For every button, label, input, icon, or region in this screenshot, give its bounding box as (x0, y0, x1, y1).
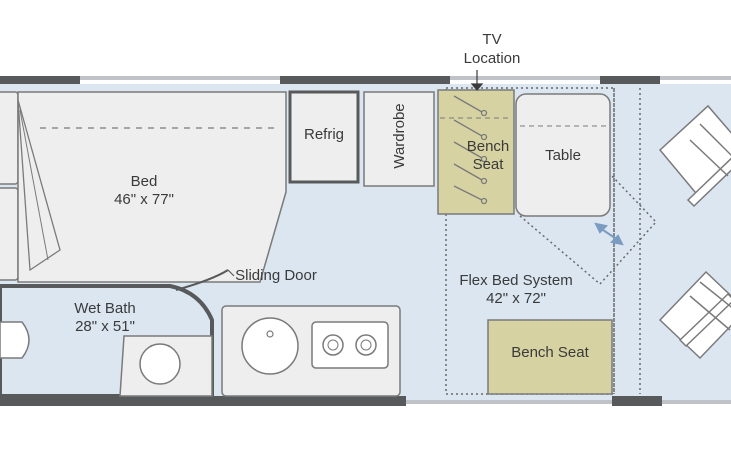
wardrobe (363, 91, 435, 187)
flex-bed-label-line2: 42" x 72" (486, 290, 546, 307)
left-cabinets (0, 91, 19, 281)
tv-location-label-line1: TV (482, 31, 501, 48)
wet-bath-label-line2: 28" x 51" (75, 318, 135, 335)
tv-location-label-line2: Location (464, 50, 521, 67)
bench-seat-bottom-label: Bench Seat (511, 344, 589, 361)
bench-seat-bottom (487, 319, 613, 395)
kitchen-counter (221, 305, 401, 397)
bed-label-line2: 46" x 77" (114, 191, 174, 208)
table-label: Table (545, 147, 581, 164)
flex-bed-label-line1: Flex Bed System (459, 272, 572, 289)
wet-bath (0, 284, 214, 398)
sliding-door (175, 269, 235, 291)
wet-bath-label-line1: Wet Bath (74, 300, 135, 317)
swing-arrow-icon (594, 222, 624, 246)
refrigerator (288, 90, 360, 184)
wardrobe-label: Wardrobe (391, 103, 408, 168)
sliding-door-label: Sliding Door (235, 267, 317, 284)
bench-seat-top (437, 89, 515, 215)
bench-seat-top-label-line1: Bench (467, 138, 510, 155)
bed-label-line1: Bed (131, 173, 158, 190)
bench-seat-top-label-line2: Seat (473, 156, 505, 173)
exterior-walls (0, 76, 731, 406)
cab-seat-top (658, 104, 731, 208)
bed (17, 91, 287, 283)
cab-seat-bottom (658, 270, 731, 360)
refrig-label: Refrig (304, 126, 344, 143)
table (515, 93, 611, 217)
tv-pointer-icon (470, 70, 484, 91)
